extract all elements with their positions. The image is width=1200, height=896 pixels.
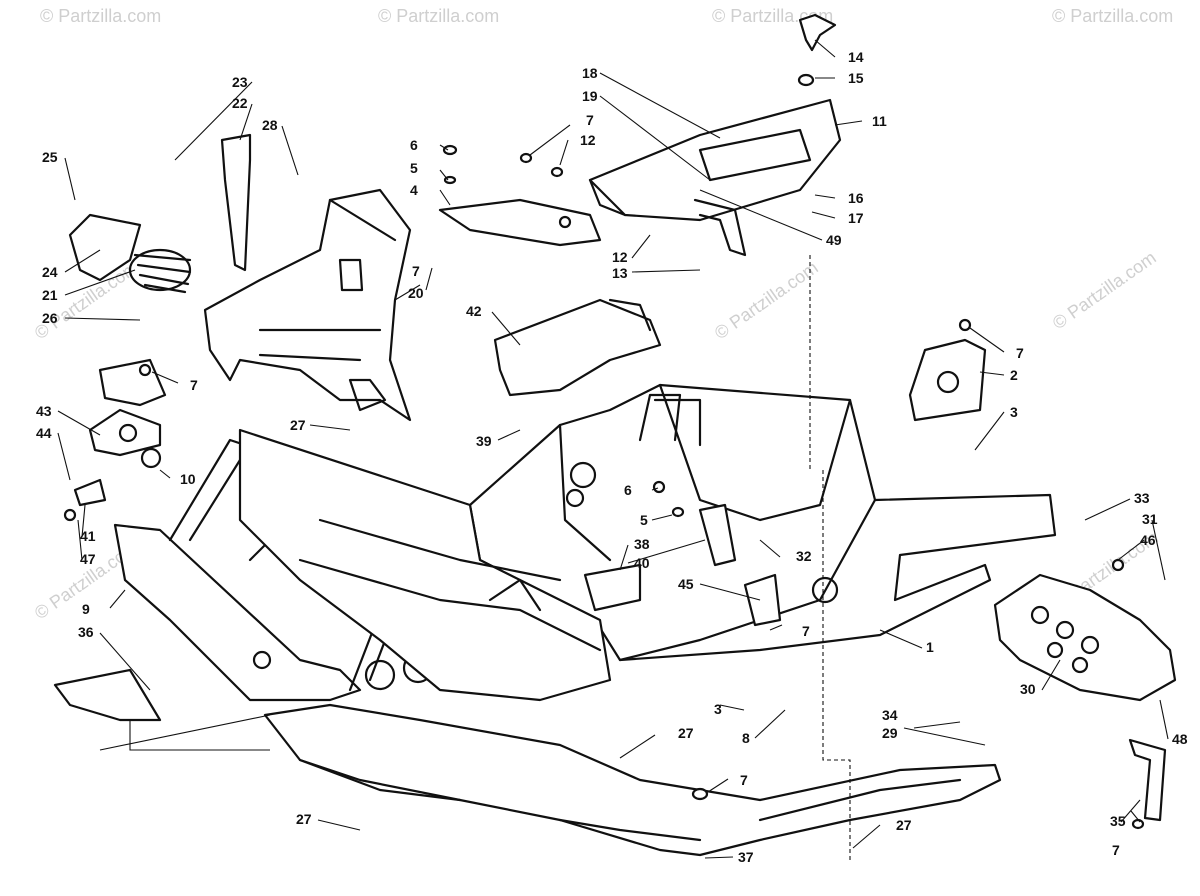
callout-27: 27 [290,417,306,433]
plate-top-left [98,358,167,407]
callout-14: 14 [848,49,864,65]
rear-handle [1128,738,1167,822]
callout-34: 34 [882,707,898,723]
callout-24: 24 [42,264,58,280]
callout-27: 27 [896,817,912,833]
callout-11: 11 [872,113,887,129]
callout-47: 47 [80,551,96,567]
callout-7: 7 [802,623,810,639]
callout-46: 46 [1140,532,1156,548]
dash-console [588,98,842,257]
callout-49: 49 [826,232,842,248]
rear-bumper [993,573,1177,702]
watermark: © Partzilla.com [1052,6,1173,26]
callout-4: 4 [410,182,418,198]
callout-26: 26 [42,310,58,326]
callout-32: 32 [796,548,812,564]
callout-45: 45 [678,576,694,592]
callout-7: 7 [740,772,748,788]
watermark: © Partzilla.com [40,6,161,26]
bracket-40 [698,503,737,567]
bracket-42 [493,298,662,397]
callout-44: 44 [36,425,52,441]
callout-30: 30 [1020,681,1036,697]
callout-2: 2 [1010,367,1018,383]
callout-21: 21 [42,287,58,303]
callout-39: 39 [476,433,492,449]
callout-12: 12 [612,249,628,265]
callout-10: 10 [180,471,196,487]
callout-29: 29 [882,725,898,741]
bracket-45 [743,573,782,627]
watermark: © Partzilla.com [1049,247,1160,333]
front-subframe [238,428,612,702]
callout-3: 3 [1010,404,1018,420]
plate-38 [583,563,642,612]
callout-9: 9 [82,601,90,617]
leader-lines [57,39,1169,859]
callout-42: 42 [466,303,482,319]
callout-28: 28 [262,117,278,133]
callout-25: 25 [42,149,58,165]
callout-20: 20 [408,285,424,301]
callout-7: 7 [1112,842,1120,858]
callout-40: 40 [634,555,650,571]
bracket-41 [73,478,107,507]
side-trim [220,133,252,272]
callout-7: 7 [412,263,420,279]
callout-35: 35 [1110,813,1126,829]
callout-27: 27 [678,725,694,741]
callout-17: 17 [848,210,864,226]
callout-43: 43 [36,403,52,419]
callout-12: 12 [580,132,596,148]
callout-7: 7 [586,112,594,128]
hood-panel [203,188,412,422]
callout-16: 16 [848,190,864,206]
watermark: © Partzilla.com [378,6,499,26]
callout-31: 31 [1142,511,1158,527]
headlight-bracket [438,198,602,247]
plate-2 [908,338,987,422]
callout-48: 48 [1172,731,1188,747]
callout-37: 37 [738,849,754,865]
callout-27: 27 [296,811,312,827]
callout-8: 8 [742,730,750,746]
mudflap [53,668,162,722]
callout-7: 7 [1016,345,1024,361]
callout-22: 22 [232,95,248,111]
callout-15: 15 [848,70,864,86]
callout-1: 1 [926,639,934,655]
callout-5: 5 [410,160,418,176]
callout-5: 5 [640,512,648,528]
callout-33: 33 [1134,490,1150,506]
callout-3: 3 [714,701,722,717]
callout-7: 7 [190,377,198,393]
watermark: © Partzilla.com [711,257,822,343]
callout-36: 36 [78,624,94,640]
callout-41: 41 [80,528,96,544]
callout-labels: 1 2 3 3 4 5 5 6 6 7 7 7 7 7 7 7 8 9 10 1… [36,49,1188,865]
callout-13: 13 [612,265,628,281]
callout-6: 6 [624,482,632,498]
callout-18: 18 [582,65,598,81]
fasteners [63,13,1145,830]
plate-43 [88,408,162,457]
callout-23: 23 [232,74,248,90]
reference-lines [99,255,851,860]
callout-19: 19 [582,88,598,104]
callout-38: 38 [634,536,650,552]
belly-pan [263,703,1002,857]
intake-bellows [68,213,192,294]
callout-6: 6 [410,137,418,153]
